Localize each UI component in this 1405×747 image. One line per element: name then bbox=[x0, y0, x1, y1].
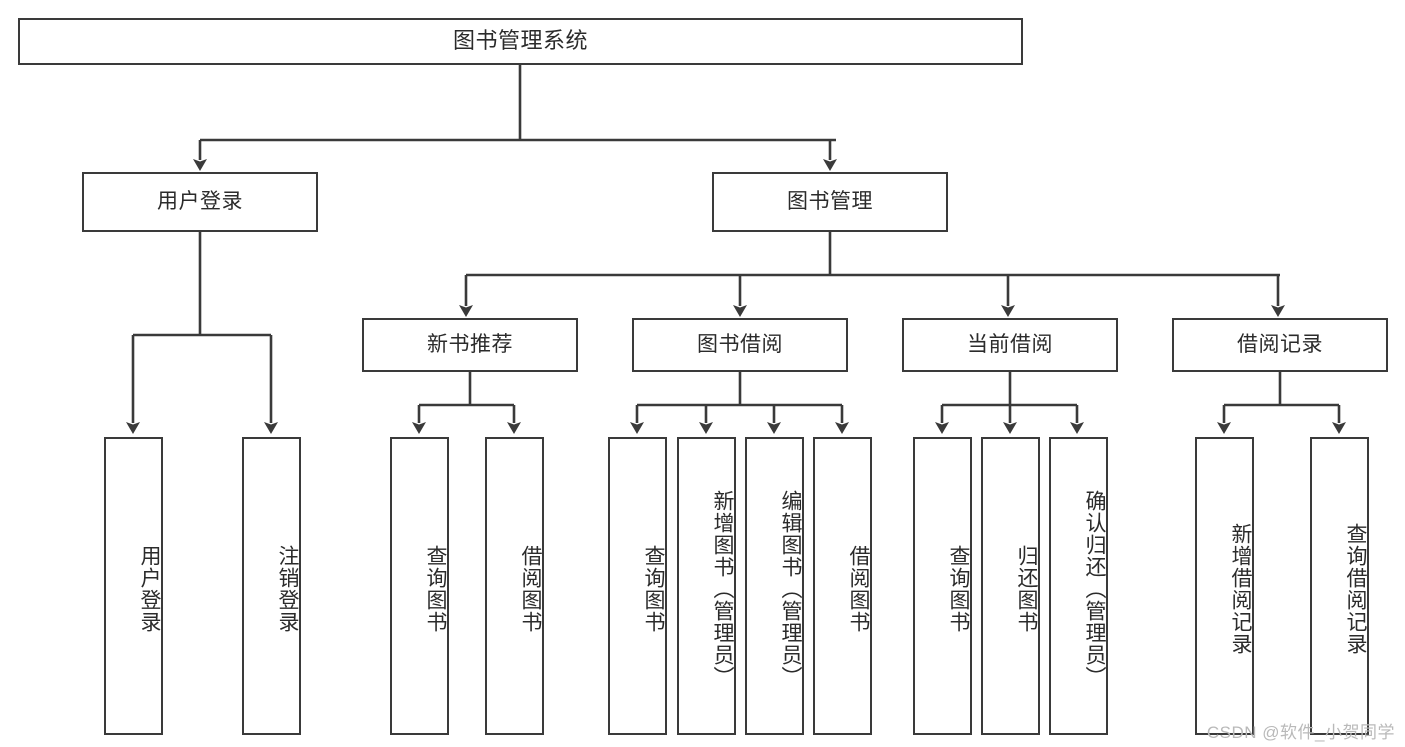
node-label: 新书推荐 bbox=[427, 333, 513, 357]
node-label: 图书借阅 bbox=[697, 333, 783, 357]
leaf-add-book-admin[interactable]: 新增图书（管理员） bbox=[677, 437, 736, 735]
node-label: 确认归还（管理员） bbox=[1083, 490, 1106, 688]
node-label: 注销登录 bbox=[276, 545, 299, 633]
node-label: 用户登录 bbox=[157, 190, 243, 214]
leaf-confirm-return-admin[interactable]: 确认归还（管理员） bbox=[1049, 437, 1108, 735]
watermark-text: CSDN @软件_小贺同学 bbox=[1206, 723, 1395, 742]
node-label: 归还图书 bbox=[1015, 545, 1038, 633]
node-label: 查询图书 bbox=[424, 545, 447, 633]
leaf-add-borrow-record[interactable]: 新增借阅记录 bbox=[1195, 437, 1254, 735]
node-label: 查询借阅记录 bbox=[1344, 523, 1367, 655]
node-book-management[interactable]: 图书管理 bbox=[712, 172, 948, 232]
leaf-query-book-recommend[interactable]: 查询图书 bbox=[390, 437, 449, 735]
leaf-query-book-borrow[interactable]: 查询图书 bbox=[608, 437, 667, 735]
node-label: 当前借阅 bbox=[967, 333, 1053, 357]
leaf-user-login[interactable]: 用户登录 bbox=[104, 437, 163, 735]
node-label: 查询图书 bbox=[947, 545, 970, 633]
leaf-query-book-current[interactable]: 查询图书 bbox=[913, 437, 972, 735]
node-borrow-record[interactable]: 借阅记录 bbox=[1172, 318, 1388, 372]
node-label: 图书管理系统 bbox=[452, 28, 588, 54]
leaf-edit-book-admin[interactable]: 编辑图书（管理员） bbox=[745, 437, 804, 735]
node-label: 新增借阅记录 bbox=[1229, 523, 1252, 655]
leaf-logout-login[interactable]: 注销登录 bbox=[242, 437, 301, 735]
node-label: 借阅图书 bbox=[519, 545, 542, 633]
node-user-login[interactable]: 用户登录 bbox=[82, 172, 318, 232]
node-label: 借阅图书 bbox=[847, 545, 870, 633]
node-current-borrow[interactable]: 当前借阅 bbox=[902, 318, 1118, 372]
node-label: 借阅记录 bbox=[1237, 333, 1323, 357]
node-label: 用户登录 bbox=[138, 545, 161, 633]
node-book-borrow[interactable]: 图书借阅 bbox=[632, 318, 848, 372]
leaf-borrow-book[interactable]: 借阅图书 bbox=[813, 437, 872, 735]
node-label: 图书管理 bbox=[787, 190, 873, 214]
leaf-return-book[interactable]: 归还图书 bbox=[981, 437, 1040, 735]
leaf-query-borrow-record[interactable]: 查询借阅记录 bbox=[1310, 437, 1369, 735]
node-label: 查询图书 bbox=[642, 545, 665, 633]
node-new-book-recommend[interactable]: 新书推荐 bbox=[362, 318, 578, 372]
leaf-borrow-book-recommend[interactable]: 借阅图书 bbox=[485, 437, 544, 735]
node-label: 编辑图书（管理员） bbox=[779, 490, 802, 688]
node-root-book-management-system[interactable]: 图书管理系统 bbox=[18, 18, 1023, 65]
node-label: 新增图书（管理员） bbox=[711, 490, 734, 688]
